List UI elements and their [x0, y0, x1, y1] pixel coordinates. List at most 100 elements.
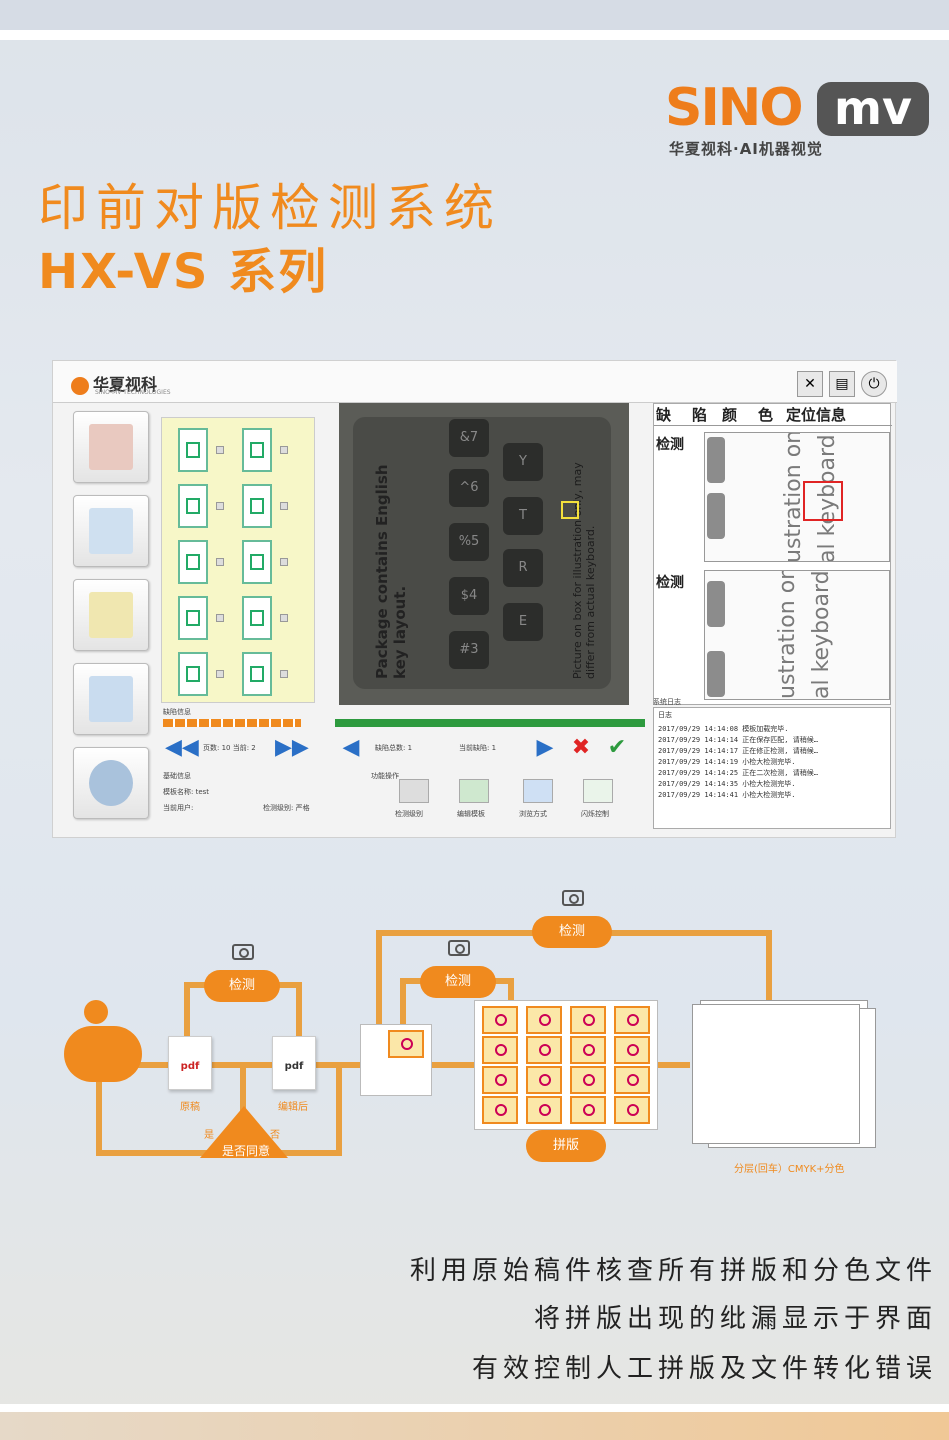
keyboard-main-text: Package contains English key layout.	[373, 464, 409, 679]
thumbnail[interactable]	[178, 428, 208, 472]
detect-text-a: ustration onl	[775, 570, 800, 699]
detect-level-tool[interactable]	[399, 779, 429, 803]
camera-icon	[232, 944, 254, 960]
original-caption: 原稿	[180, 1102, 200, 1113]
thumbnail[interactable]	[242, 484, 272, 528]
thumbnail[interactable]	[242, 596, 272, 640]
page-title: 印前对版检测系统	[38, 179, 502, 237]
label-tile	[526, 1036, 562, 1064]
flash-control-tool[interactable]	[583, 779, 613, 803]
edit-template-tool[interactable]	[459, 779, 489, 803]
app-logo: 华夏视科	[71, 371, 157, 395]
edited-caption: 编辑后	[278, 1102, 308, 1113]
pipe	[96, 1062, 102, 1156]
defect-total: 缺陷总数: 1	[375, 744, 413, 752]
key: %5	[449, 523, 489, 561]
label-tile	[482, 1066, 518, 1094]
pipe	[240, 1064, 246, 1112]
label-tile	[614, 1036, 650, 1064]
thumb-tag	[280, 446, 288, 454]
detect-image-2[interactable]: ustration onl al keyboard.	[704, 570, 890, 700]
log-time: 2017/09/29 14:14:08	[658, 725, 739, 733]
pipe	[96, 1062, 360, 1068]
power-icon[interactable]: ⏻	[861, 371, 887, 397]
agree-label: 是否同意	[221, 1144, 270, 1158]
thumbnail[interactable]	[178, 652, 208, 696]
label-tile	[526, 1066, 562, 1094]
sidebar	[67, 405, 157, 829]
sidebar-btn-document[interactable]	[73, 495, 149, 567]
prev-page-button[interactable]: ◀◀	[165, 735, 199, 760]
log-time: 2017/09/29 14:14:19	[658, 758, 739, 766]
label-tile	[614, 1006, 650, 1034]
thumbnail[interactable]	[242, 540, 272, 584]
key: $4	[449, 577, 489, 615]
defect-tabs: 缺 陷 颜 色 定位信息	[654, 404, 892, 426]
log-header: 日志	[658, 711, 672, 719]
thumbnail[interactable]	[178, 596, 208, 640]
thumbnail[interactable]	[178, 540, 208, 584]
tab-defect-2[interactable]: 陷	[692, 406, 708, 424]
pdf-label: pdf	[180, 1061, 200, 1072]
pipe	[508, 978, 514, 1008]
label-tile	[482, 1006, 518, 1034]
preview-canvas[interactable]: #3 $4 %5 ^6 &7 E R T Y Package contains …	[339, 403, 629, 705]
reject-button[interactable]: ✖	[571, 735, 591, 760]
detect-step-3: 检测	[532, 916, 612, 948]
next-page-button[interactable]: ▶▶	[275, 735, 309, 760]
defect-highlight[interactable]	[803, 481, 843, 521]
browse-mode-tool[interactable]	[523, 779, 553, 803]
current-user: 当前用户:	[163, 804, 194, 812]
prev-defect-button[interactable]: ◀	[342, 735, 360, 760]
sidebar-btn-filter[interactable]	[73, 579, 149, 651]
app-window: 华夏视科 SINO-MV TECHNOLOGIES ✕ ▤ ⏻	[52, 360, 897, 838]
page-subtitle: HX-VS 系列	[38, 244, 329, 300]
log-row: 2017/09/29 14:14:08 模板加载完毕.	[658, 724, 789, 734]
tools-icon[interactable]: ✕	[797, 371, 823, 397]
detect-text-b: al keyboard.	[809, 570, 834, 699]
defect-marker[interactable]	[561, 501, 579, 519]
tab-location-info[interactable]: 定位信息	[786, 406, 847, 424]
defect-info-label: 缺陷信息	[163, 708, 191, 716]
key: Y	[503, 443, 543, 481]
detect-tab	[707, 651, 725, 697]
pdf-edited-icon: pdf	[272, 1036, 316, 1090]
detect-image-1[interactable]: ustration onl al keyboard.	[704, 432, 890, 562]
log-msg: 正在二次检测, 请稍候…	[742, 769, 818, 777]
detect-step-2: 检测	[420, 966, 496, 998]
key: #3	[449, 631, 489, 669]
thumbnail[interactable]	[242, 428, 272, 472]
accept-button[interactable]: ✔	[607, 735, 627, 760]
brand-logo: SINO mv 华夏视科·AI机器视觉	[665, 78, 935, 168]
imposition-step: 拼版	[526, 1130, 606, 1162]
thumbnail[interactable]	[242, 652, 272, 696]
next-defect-button[interactable]: ▶	[536, 735, 554, 760]
system-log[interactable]: 日志 2017/09/29 14:14:08 模板加载完毕. 2017/09/2…	[653, 707, 891, 829]
tab-color-2[interactable]: 色	[758, 406, 774, 424]
camera-icon	[448, 940, 470, 956]
tab-defect-1[interactable]: 缺	[656, 406, 672, 424]
sidebar-btn-table-edit[interactable]	[73, 663, 149, 735]
log-msg: 正在保存匹配, 请稍候…	[742, 736, 818, 744]
pipe	[336, 1062, 342, 1156]
sidebar-btn-user[interactable]	[73, 747, 149, 819]
page-thumbnails[interactable]	[161, 417, 315, 703]
tool-label: 编辑模板	[457, 810, 485, 818]
document-icon	[89, 508, 133, 554]
template-name: 模板名称: test	[163, 788, 210, 796]
label-tile	[570, 1036, 606, 1064]
keyboard-image: #3 $4 %5 ^6 &7 E R T Y Package contains …	[353, 417, 611, 689]
log-title: 系统日志	[653, 698, 681, 706]
thumbnail[interactable]	[178, 484, 208, 528]
settings-icon[interactable]: ▤	[829, 371, 855, 397]
detect-step-1: 检测	[204, 970, 280, 1002]
files-icon	[89, 424, 133, 470]
tool-label: 浏览方式	[519, 810, 547, 818]
log-row: 2017/09/29 14:14:35 小检大检测完毕.	[658, 779, 796, 789]
bottom-band	[0, 1412, 949, 1440]
sidebar-btn-files[interactable]	[73, 411, 149, 483]
detect-tab	[707, 437, 725, 483]
defect-panel: 缺 陷 颜 色 定位信息 检测 ustration onl al keyboar…	[653, 403, 892, 705]
yes-label: 是	[204, 1130, 214, 1141]
tab-color-1[interactable]: 颜	[722, 406, 738, 424]
